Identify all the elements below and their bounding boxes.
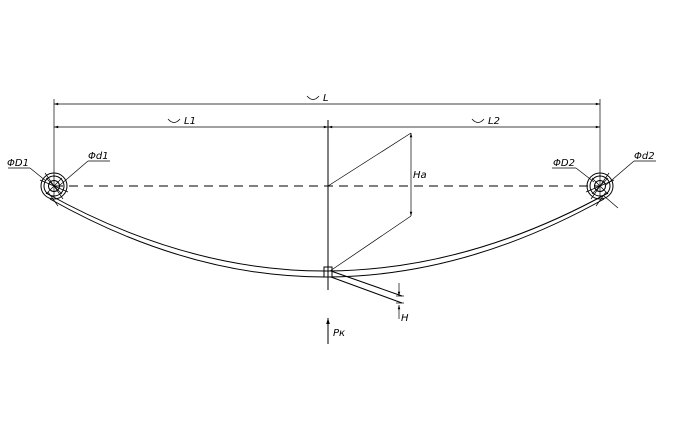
label-L: L [323, 93, 329, 104]
arc-icon [471, 118, 485, 123]
dimension-Ha: Ha [327, 132, 427, 272]
label-d1: Φd1 [88, 151, 109, 162]
deflected-leaf [330, 270, 403, 304]
label-D1: ΦD1 [7, 158, 29, 169]
dimension-L: L [53, 93, 601, 106]
left-eye [8, 160, 110, 207]
arc-icon [306, 95, 320, 100]
right-eye [552, 160, 656, 209]
label-H: H [401, 313, 409, 324]
label-d2: Φd2 [634, 151, 655, 162]
dimension-L2: L2 [328, 116, 601, 129]
label-L2: L2 [488, 116, 500, 127]
dimension-L1: L1 [53, 116, 328, 129]
label-L1: L1 [184, 116, 196, 127]
load-Pk: Pк [326, 318, 345, 344]
label-Ha: Ha [413, 170, 427, 181]
label-Pk: Pк [333, 328, 345, 339]
label-D2: ΦD2 [553, 158, 575, 169]
dimension-H: H [396, 283, 409, 324]
spring-leaves [45, 192, 609, 278]
arc-icon [167, 118, 181, 123]
